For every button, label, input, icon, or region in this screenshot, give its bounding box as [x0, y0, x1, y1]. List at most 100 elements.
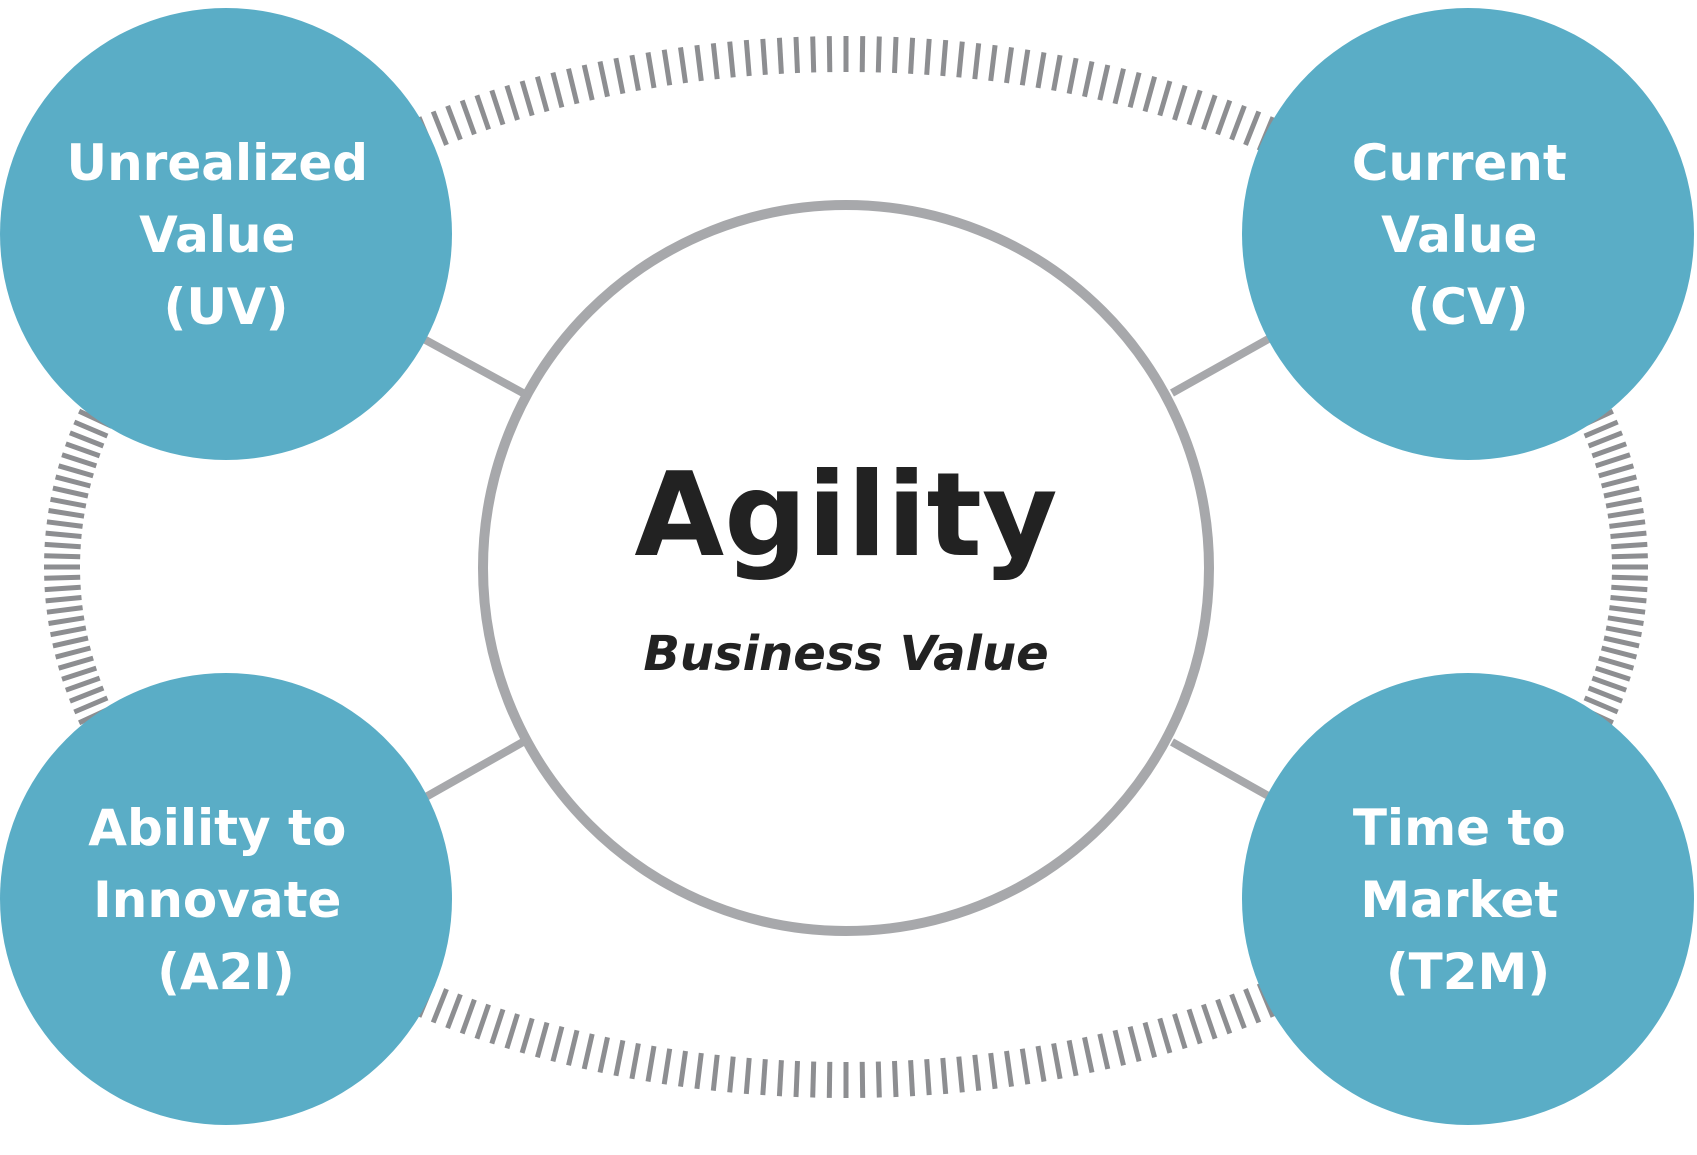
hatch-tick	[1611, 584, 1648, 593]
hatch-tick	[1605, 496, 1642, 509]
hatch-tick	[64, 675, 101, 693]
node-time-to-market-label: Time to Market (T2M)	[1353, 799, 1583, 1001]
hatch-tick	[519, 80, 535, 117]
hatch-tick	[566, 68, 580, 105]
hatch-tick	[694, 44, 704, 82]
node-time-to-market: Time to Market (T2M)	[1242, 673, 1694, 1125]
hatch-tick	[1097, 1033, 1111, 1070]
connectors	[418, 333, 1274, 802]
hatch-tick	[908, 37, 916, 74]
hatch-tick	[1142, 76, 1158, 113]
hatch-tick	[1201, 1003, 1218, 1040]
hatch-tick	[1097, 64, 1111, 101]
hatch-tick	[1607, 508, 1644, 519]
node-ability-to-innovate-line-3: (A2I)	[157, 943, 295, 1001]
hatch-tick	[1127, 1025, 1142, 1063]
node-ability-to-innovate: Ability to Innovate (A2I)	[0, 673, 452, 1125]
hatch-tick	[1598, 463, 1635, 479]
node-ability-to-innovate-label: Ability to Innovate (A2I)	[88, 799, 363, 1001]
node-current-value-line-3: (CV)	[1407, 278, 1528, 336]
hatch-tick	[45, 595, 82, 604]
hatch-tick	[1600, 645, 1638, 660]
hatch-tick	[1600, 474, 1638, 489]
hatch-tick	[566, 1029, 580, 1066]
hatch-tick	[61, 452, 98, 469]
hatch-tick	[489, 89, 506, 126]
hatch-tick	[1243, 988, 1262, 1024]
hatch-tick	[875, 1061, 882, 1098]
hatch-tick	[64, 441, 101, 459]
hatch-tick	[73, 419, 109, 439]
hatch-tick	[1229, 993, 1247, 1029]
center-subtitle: Business Value	[643, 626, 1048, 682]
hatch-tick	[1610, 595, 1647, 604]
node-ability-to-innovate-circle	[0, 673, 452, 1125]
hatch-tick	[50, 496, 87, 509]
hatch-tick	[1127, 71, 1142, 109]
hatch-tick	[661, 49, 673, 86]
hatch-tick	[57, 655, 94, 671]
hatch-tick	[50, 625, 87, 638]
hatch-tick	[581, 64, 595, 101]
hatch-tick	[519, 1017, 535, 1054]
hatch-tick	[430, 988, 449, 1024]
hatch-tick	[44, 574, 81, 581]
hatch-tick	[48, 615, 85, 626]
hatch-tick	[988, 44, 998, 82]
hatch-tick	[430, 110, 449, 146]
hatch-tick	[54, 474, 92, 489]
hatch-tick	[760, 38, 768, 75]
hatch-tick	[1594, 452, 1631, 469]
hatch-tick	[988, 1052, 998, 1090]
hatch-tick	[613, 1039, 626, 1077]
hatch-tick	[44, 553, 81, 560]
hatch-tick	[760, 1059, 768, 1096]
hatch-tick	[1066, 1039, 1079, 1077]
hatch-tick	[52, 635, 89, 649]
hatch-tick	[1035, 1045, 1047, 1083]
hatch-tick	[489, 1008, 506, 1045]
hatch-tick	[1172, 1013, 1188, 1050]
node-time-to-market-line-1: Time to	[1353, 799, 1566, 857]
hatch-tick	[1051, 54, 1063, 92]
hatch-tick	[73, 695, 109, 715]
hatch-tick	[661, 1048, 673, 1085]
hatch-tick	[645, 1045, 657, 1083]
hatch-tick	[924, 1059, 932, 1096]
hatch-tick	[504, 84, 520, 121]
hatch-tick	[46, 519, 83, 529]
hatch-tick	[504, 1013, 520, 1050]
hatch-tick	[534, 76, 550, 113]
hatch-tick	[1591, 675, 1628, 693]
hatch-tick	[743, 39, 752, 77]
hatch-tick	[68, 430, 105, 449]
hatch-tick	[459, 99, 477, 136]
node-ability-to-innovate-line-1: Ability to	[88, 799, 346, 857]
hatch-tick	[776, 1060, 784, 1097]
hatch-tick	[44, 584, 81, 593]
hatch-tick	[1172, 84, 1188, 121]
hatch-tick	[1051, 1042, 1063, 1080]
hatch-tick	[1611, 541, 1648, 550]
hatch-tick	[1019, 1048, 1031, 1085]
hatch-tick	[45, 530, 82, 539]
hatch-tick	[44, 541, 81, 550]
hatch-tick	[1157, 80, 1173, 117]
connector-time-to-market	[1170, 738, 1274, 802]
hatch-tick	[1611, 553, 1648, 560]
node-current-value-line-2: Value	[1381, 206, 1537, 264]
hatch-tick	[629, 54, 641, 92]
hatch-tick	[1066, 57, 1079, 95]
hatch-tick	[629, 1042, 641, 1080]
hatch-tick	[597, 1036, 610, 1074]
hatch-tick	[459, 998, 477, 1035]
hatch-tick	[1019, 49, 1031, 86]
hatch-tick	[1611, 574, 1648, 581]
node-unrealized-value-circle	[0, 8, 452, 460]
hatch-tick	[1004, 1050, 1014, 1087]
hatch-tick	[68, 685, 105, 704]
hatch-tick	[1215, 99, 1233, 136]
hatch-tick	[1229, 105, 1247, 141]
hatch-tick	[1594, 665, 1631, 682]
